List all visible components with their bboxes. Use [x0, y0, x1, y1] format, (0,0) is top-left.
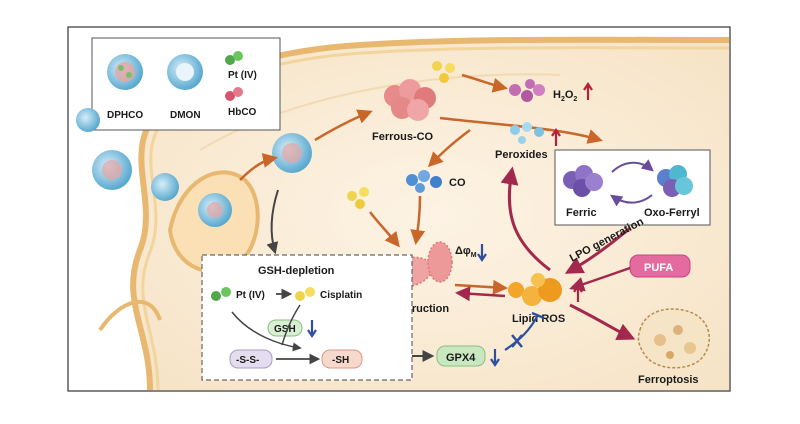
cisplatin-label: Cisplatin [320, 290, 362, 301]
delta-phi-down-arrow-icon [477, 244, 487, 262]
yellow-to-destruction-arrow [369, 211, 400, 248]
ferric-cluster [563, 165, 603, 197]
legend-dmon-label: DMON [170, 110, 201, 121]
ss-pill [229, 349, 273, 369]
release-arrow [314, 109, 373, 142]
delta-phi-label: ΔφM [455, 245, 477, 259]
gsh-down-arrow-icon [307, 320, 317, 338]
lipid-destruction-arrow [455, 286, 506, 302]
ferrous-co-cluster [384, 79, 436, 121]
hbco-icon [225, 87, 243, 101]
ferric-to-oxo-arrow [611, 159, 654, 173]
peroxides-up-arrow-icon [551, 128, 561, 146]
h2o2-cluster [509, 79, 545, 102]
gpx4-label: GPX4 [446, 352, 476, 364]
sh-pill [321, 349, 363, 369]
gpx4-badge: GPX4 [436, 345, 486, 367]
cisplatin-icon [295, 287, 315, 301]
peroxides-cluster [510, 122, 544, 144]
oxo-ferryl-cluster [657, 165, 693, 197]
ferrous-to-co-arrow [427, 129, 471, 168]
co-label: CO [449, 177, 466, 189]
gsh-label: GSH [274, 324, 296, 335]
ferrous-co-label: Ferrous-CO [372, 131, 434, 143]
legend-box: DPHCO DMON Pt (IV) HbCO [91, 37, 281, 131]
peroxides-label: Peroxides [495, 149, 548, 161]
destruction-lipid-arrow [454, 279, 508, 295]
oxo-to-ferric-arrow [610, 194, 653, 207]
to-h2o2-arrow [461, 73, 508, 93]
yellow-dots-top [432, 61, 455, 83]
pufa-to-lipid-arrow [569, 266, 631, 292]
gsh-branch-arrow [266, 189, 279, 255]
dphco-particle-icon [107, 54, 143, 90]
pufa-badge: PUFA [629, 254, 691, 278]
ferroptosis-cell [637, 308, 710, 369]
extracellular-nanoparticles [76, 108, 312, 227]
legend-hbco-label: HbCO [228, 107, 257, 118]
co-to-destruction-arrow [410, 195, 426, 245]
h2o2-up-arrow-icon [583, 82, 593, 100]
iron-to-lipid-arrow [564, 226, 631, 274]
pt-iv-icon [225, 51, 243, 65]
uptake-arrow [239, 153, 278, 181]
dmon-particle-icon [167, 54, 203, 90]
lipid-ros-label: Lipid ROS [512, 313, 565, 325]
legend-dphco-label: DPHCO [107, 110, 143, 121]
cisplatin-conversion-arrow [281, 304, 301, 346]
yellow-dots-left [347, 187, 369, 209]
ss-label: -S-S- [236, 355, 259, 366]
iron-cycle-box: Ferric Oxo-Ferryl [554, 149, 711, 226]
gsh-pt-label: Pt (IV) [236, 290, 265, 301]
gsh-pt-icon [211, 287, 231, 301]
ferroptosis-label: Ferroptosis [638, 374, 699, 386]
inhibit-bar-icon [531, 311, 545, 320]
ferric-label: Ferric [566, 207, 597, 219]
gsh-conversion-arrow [231, 311, 302, 352]
inhibit-cross-icon [511, 334, 523, 348]
oxo-ferryl-label: Oxo-Ferryl [644, 207, 700, 219]
legend-pt-label: Pt (IV) [228, 70, 257, 81]
gpx4-inhibit-line [504, 314, 539, 351]
h2o2-label: H2O2 [553, 89, 577, 103]
lipid-to-ferroptosis-arrow [569, 303, 636, 341]
pufa-label: PUFA [644, 262, 673, 274]
gpx4-down-arrow-icon [490, 349, 500, 367]
lipid-ros-cluster [508, 273, 562, 306]
gsh-depletion-box: GSH-depletion Pt (IV) Cisplatin GSH -S-S… [201, 254, 413, 381]
sh-label: -SH [332, 355, 349, 366]
gsh-depletion-title: GSH-depletion [258, 265, 335, 277]
lpo-to-peroxides-arrow [500, 166, 551, 272]
co-cluster [406, 170, 442, 193]
